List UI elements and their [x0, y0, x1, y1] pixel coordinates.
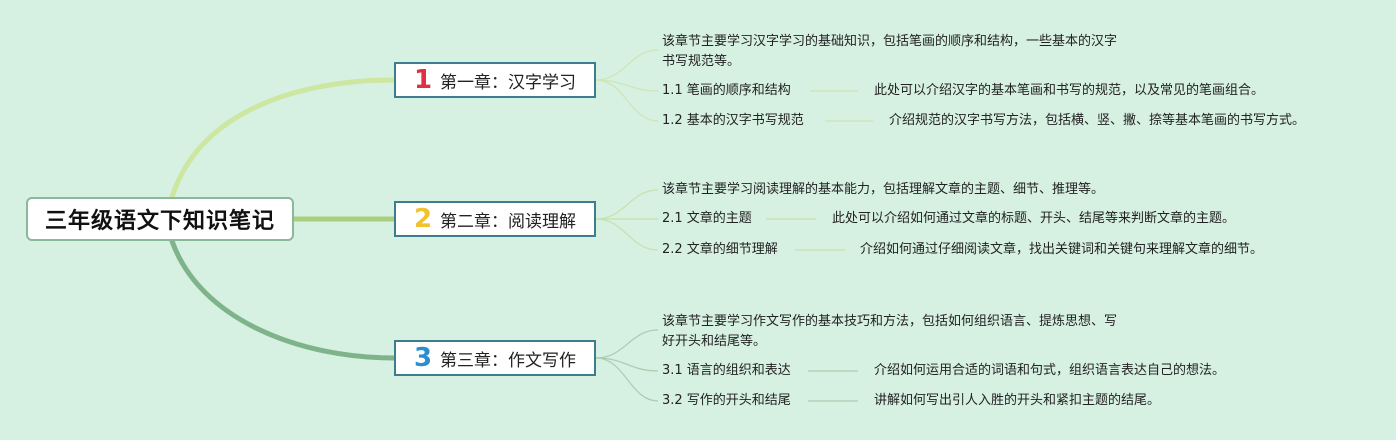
leaf-line-1-summary	[595, 49, 659, 81]
chapter-summary-1-line-1: 该章节主要学习汉字学习的基础知识，包括笔画的顺序和结构，一些基本的汉字	[662, 34, 1118, 49]
chapter-node-2[interactable]: 2 第二章：阅读理解	[394, 201, 596, 237]
subtopic-label-3-2[interactable]: 3.2 写作的开头和结尾	[662, 393, 791, 408]
branch-line-3	[169, 238, 397, 361]
subtopic-label-1-1[interactable]: 1.1 笔画的顺序和结构	[662, 83, 791, 98]
leaf-line-3-1	[595, 357, 659, 372]
chapter-number-1: 1	[413, 65, 433, 95]
chapter-summary-2-line-1: 该章节主要学习阅读理解的基本能力，包括理解文章的主题、细节、推理等。	[662, 182, 1105, 197]
leaf-line-1-1	[595, 79, 659, 92]
chapter-title-1: 第一章：汉字学习	[440, 72, 576, 93]
branch-line-1	[169, 77, 397, 200]
subtopic-label-2-1[interactable]: 2.1 文章的主题	[662, 211, 752, 226]
chapter-number-3: 3	[413, 343, 433, 373]
chapter-summary-3-line-2: 好开头和结尾等。	[662, 334, 767, 349]
leaf-line-2-summary	[595, 189, 659, 220]
subtopic-label-1-2[interactable]: 1.2 基本的汉字书写规范	[662, 113, 804, 128]
chapter-title-3: 第三章：作文写作	[440, 350, 576, 371]
leaf-line-2-2	[595, 218, 659, 251]
root-topic[interactable]: 三年级语文下知识笔记	[26, 197, 294, 241]
chapter-summary-1-line-2: 书写规范等。	[662, 54, 741, 69]
subtopic-label-2-2[interactable]: 2.2 文章的细节理解	[662, 242, 778, 257]
subtopic-desc-2-1: 此处可以介绍如何通过文章的标题、开头、结尾等来判断文章的主题。	[832, 211, 1236, 226]
root-title: 三年级语文下知识笔记	[44, 209, 275, 234]
subtopic-label-3-1[interactable]: 3.1 语言的组织和表达	[662, 363, 791, 378]
subtopic-desc-3-1: 介绍如何运用合适的词语和句式，组织语言表达自己的想法。	[874, 363, 1226, 378]
leaf-line-3-2	[595, 357, 659, 402]
chapter-number-2: 2	[413, 204, 433, 234]
subtopic-desc-3-2: 讲解如何写出引人入胜的开头和紧扣主题的结尾。	[874, 393, 1161, 408]
leaf-line-3-summary	[595, 329, 659, 359]
subtopic-desc-1-1: 此处可以介绍汉字的基本笔画和书写的规范，以及常见的笔画组合。	[874, 83, 1265, 98]
chapter-title-2: 第二章：阅读理解	[440, 211, 576, 232]
chapter-node-1[interactable]: 1 第一章：汉字学习	[394, 62, 596, 98]
subtopic-desc-1-2: 介绍规范的汉字书写方法，包括横、竖、撇、捺等基本笔画的书写方式。	[889, 113, 1306, 128]
chapter-summary-3-line-1: 该章节主要学习作文写作的基本技巧和方法，包括如何组织语言、提炼思想、写	[662, 314, 1118, 329]
leaf-line-1-2	[595, 79, 659, 122]
subtopic-desc-2-2: 介绍如何通过仔细阅读文章，找出关键词和关键句来理解文章的细节。	[860, 242, 1264, 257]
chapter-node-3[interactable]: 3 第三章：作文写作	[394, 340, 596, 376]
